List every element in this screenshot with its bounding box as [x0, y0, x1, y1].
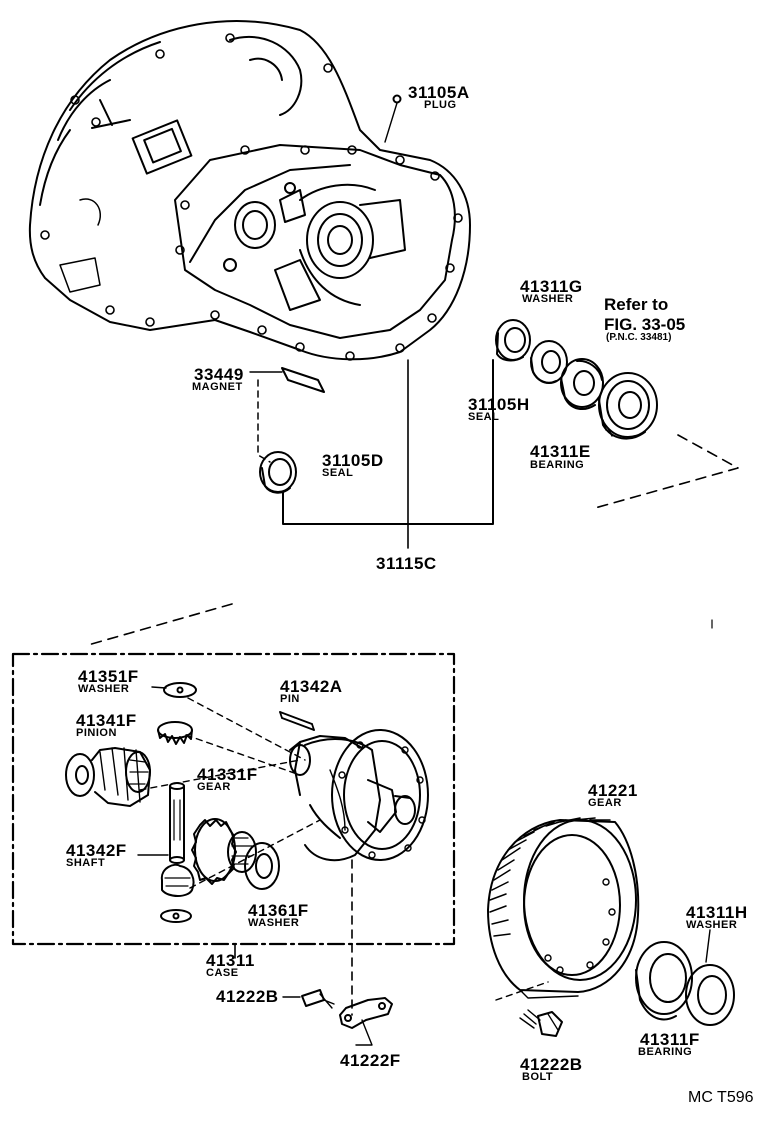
- part-number-41311h: 41311H: [686, 903, 748, 922]
- part-name-41222b-right: BOLT: [522, 1071, 554, 1083]
- reference-line-2: FIG. 33-05: [604, 315, 686, 334]
- part-number-41341f: 41341F: [76, 711, 137, 730]
- part-name-41361f: WASHER: [248, 917, 300, 929]
- seal-31105h: [495, 319, 531, 362]
- part-name-41341f: PINION: [76, 727, 117, 739]
- differential-case-body: [289, 729, 429, 1016]
- differential-box: [11, 652, 456, 959]
- lower-pinion: [160, 863, 195, 923]
- part-number-33449: 33449: [194, 365, 244, 384]
- upper-leader-lines: [87, 359, 739, 646]
- part-name-41311e: BEARING: [530, 459, 585, 471]
- part-number-31105h: 31105H: [468, 395, 530, 414]
- part-number-41342a: 41342A: [280, 677, 343, 696]
- part-number-41311: 41311: [206, 951, 255, 970]
- seal-31105d: [259, 451, 297, 494]
- magnet-part: [249, 367, 325, 393]
- part-name-41342f: SHAFT: [66, 857, 106, 869]
- pin-41342a: [279, 711, 315, 731]
- bolt-41222b-right: [519, 1009, 563, 1037]
- part-number-41361f: 41361F: [248, 901, 309, 920]
- part-number-41331f: 41331F: [197, 765, 258, 784]
- part-number-31115c: 31115C: [376, 554, 437, 573]
- left-side-gear: [65, 747, 151, 807]
- part-number-41311e: 41311E: [530, 442, 591, 461]
- part-number-31105d: 31105D: [322, 451, 384, 470]
- part-name-41311h: WASHER: [686, 919, 738, 931]
- part-name-33449: MAGNET: [192, 381, 243, 393]
- lock-plate-41222f: [339, 997, 393, 1046]
- bearing-41311e: [560, 358, 604, 411]
- washer-41311h: [685, 929, 735, 1026]
- washer-41311g: [530, 340, 568, 384]
- bolt-41222b-left: [282, 989, 335, 1009]
- part-number-41222b-right: 41222B: [520, 1055, 583, 1074]
- reference-line-3: (P.N.C. 33481): [606, 332, 672, 343]
- part-number-41311f: 41311F: [640, 1030, 700, 1049]
- part-name-31105a: PLUG: [424, 99, 457, 111]
- part-number-41351f: 41351F: [78, 667, 139, 686]
- transaxle-case: [28, 20, 471, 361]
- part-number-41221: 41221: [588, 781, 638, 800]
- reference-line-1: Refer to: [604, 295, 669, 314]
- diagram-code: MC T596: [688, 1089, 754, 1106]
- part-name-41221: GEAR: [588, 797, 622, 809]
- washer-41361f: [244, 842, 280, 890]
- part-name-31105d: SEAL: [322, 467, 354, 479]
- part-number-41342f: 41342F: [66, 841, 127, 860]
- part-name-41351f: WASHER: [78, 683, 130, 695]
- ring-gear-41221: [487, 817, 640, 1001]
- part-name-41311: CASE: [206, 967, 239, 979]
- shaft-41342f: [137, 782, 185, 864]
- part-number-41311g: 41311G: [520, 277, 583, 296]
- part-name-41311f: BEARING: [638, 1046, 693, 1058]
- bearing-reference: [598, 372, 658, 440]
- part-number-31105a: 31105A: [408, 83, 470, 102]
- part-number-41222f: 41222F: [340, 1051, 401, 1070]
- plug-part: [384, 94, 402, 143]
- gear-41331f: [191, 818, 257, 885]
- part-name-31105h: SEAL: [468, 411, 500, 423]
- part-name-41342a: PIN: [280, 693, 300, 705]
- part-name-41331f: GEAR: [197, 781, 231, 793]
- bearing-41311f: [635, 941, 693, 1021]
- washer-41351f: [151, 682, 197, 698]
- box-dashed-lines: [139, 697, 321, 889]
- pinion-41341f: [157, 721, 193, 745]
- part-number-41222b-left: 41222B: [216, 987, 279, 1006]
- part-name-41311g: WASHER: [522, 293, 574, 305]
